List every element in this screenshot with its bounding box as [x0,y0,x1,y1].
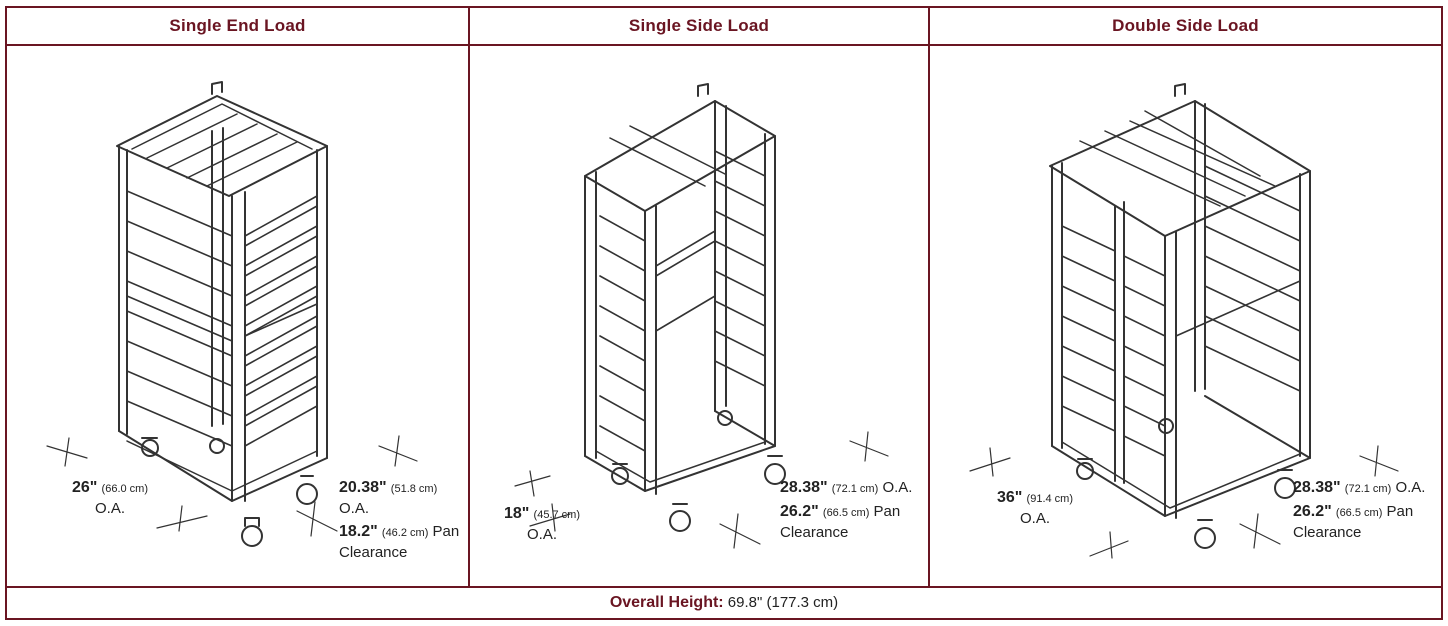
header-divider [7,44,1441,46]
dimension-suffix: Pan [432,523,460,540]
dimension-suffix-line2: Clearance [780,524,849,541]
dimension-inches: 26.2" [780,503,819,520]
panel-single-side-load: 18" (45.7 cm) O.A. 28.38" (72.1 cm) O.A.… [470,46,928,586]
dimension-cm: (66.5 cm) [1335,507,1383,519]
pan-clearance-dimension: 26.2" (66.5 cm) Pan Clearance [780,502,900,542]
width-dimension: 36" (91.4 cm) O.A. [990,488,1080,528]
dimension-suffix: O.A. [339,500,370,517]
overall-height-value: 69.8" (177.3 cm) [727,594,839,611]
dimension-inches: 18.2" [339,523,378,540]
dimension-suffix: O.A. [1019,510,1050,527]
pan-clearance-dimension: 18.2" (46.2 cm) Pan Clearance [339,522,459,562]
dimension-inches: 26.2" [1293,503,1332,520]
column-header-double-side-load: Double Side Load [1112,16,1259,35]
column-divider [468,8,470,586]
single-side-load-rack-illustration [514,83,889,549]
column-divider [928,8,930,586]
dimension-inches: 36" [996,489,1023,506]
width-dimension: 18" (45.7 cm) O.A. [502,504,582,544]
width-dimension: 26" (66.0 cm) O.A. [65,478,155,518]
panel-double-side-load: 36" (91.4 cm) O.A. 28.38" (72.1 cm) O.A.… [930,46,1441,586]
dimension-suffix: O.A. [882,479,913,496]
dimension-inches: 18" [503,505,530,522]
panel-single-end-load: 26" (66.0 cm) O.A. 20.38" (51.8 cm) O.A.… [7,46,468,586]
depth-dimension: 20.38" (51.8 cm) O.A. [339,478,437,518]
dimension-inches: 28.38" [780,479,828,496]
dimension-cm: (45.7 cm) [533,509,581,521]
dimension-suffix-line2: Clearance [339,544,408,561]
dimension-suffix-line2: Clearance [1293,524,1362,541]
dimension-inches: 20.38" [339,479,387,496]
column-header-single-side-load: Single Side Load [628,16,770,35]
pan-clearance-dimension: 26.2" (66.5 cm) Pan Clearance [1293,502,1413,542]
depth-dimension: 28.38" (72.1 cm) O.A. [1293,478,1425,499]
dimension-cm: (66.5 cm) [822,507,870,519]
dimension-suffix: Pan [1386,503,1414,520]
dimension-cm: (72.1 cm) [1344,483,1392,495]
column-header-single-end-load: Single End Load [169,16,306,35]
overall-height-label: Overall Height: [609,594,724,611]
dimension-cm: (46.2 cm) [381,527,429,539]
single-end-load-rack-illustration [46,81,418,547]
dimension-suffix: O.A. [1395,479,1426,496]
dimension-cm: (72.1 cm) [831,483,879,495]
dimension-inches: 26" [71,479,98,496]
depth-dimension: 28.38" (72.1 cm) O.A. [780,478,912,499]
dimension-cm: (91.4 cm) [1026,493,1074,505]
dimension-inches: 28.38" [1293,479,1341,496]
dimension-cm: (51.8 cm) [390,483,438,495]
dimension-suffix: O.A. [526,526,557,543]
spec-table: Single End Load Single Side Load Double … [5,6,1443,620]
overall-height-row: Overall Height: 69.8" (177.3 cm) [7,588,1441,618]
dimension-cm: (66.0 cm) [101,483,149,495]
dimension-suffix: O.A. [94,500,125,517]
dimension-suffix: Pan [873,503,901,520]
footer-divider [7,586,1441,588]
double-side-load-rack-illustration [969,83,1399,559]
